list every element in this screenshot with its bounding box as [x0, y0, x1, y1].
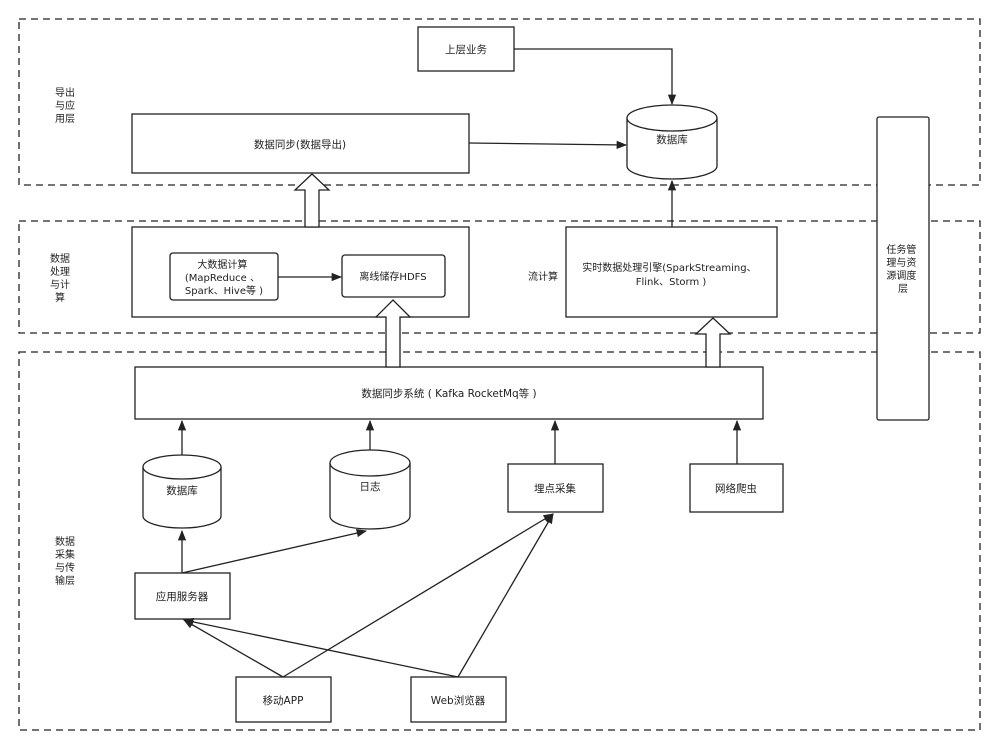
task-management-line-3: 源调度 [886, 269, 916, 282]
edge-app-to-tracking [282, 513, 554, 678]
edge-business-to-database [514, 48, 677, 106]
realtime-engine-line-2: Flink、Storm ) [636, 277, 707, 288]
layer-processing-line-1: 数据 [50, 252, 70, 265]
edge-browser-to-tracking [457, 513, 554, 678]
task-management-box [876, 116, 930, 421]
layer-export-label: 导出 与应 用层 [55, 86, 78, 125]
database-bottom-label: 数据库 [166, 484, 198, 497]
upper-business-box [417, 26, 515, 72]
layer-export-line-1: 导出 [55, 86, 75, 99]
edge-app-to-server [183, 619, 284, 678]
layer-processing-frame [18, 220, 981, 334]
task-management-line-2: 理与资 [886, 257, 916, 269]
app-server-box [134, 572, 231, 620]
mobile-app-box [235, 676, 332, 723]
database-bottom-cylinder [142, 454, 222, 529]
layer-collection-label: 数据 采集 与传 输层 [55, 535, 78, 587]
batch-compute-label: 大数据计算 (MapReduce 、 Spark、Hive等 ) [185, 258, 263, 297]
upper-business-label: 上层业务 [445, 43, 487, 56]
web-browser-label: Web浏览器 [431, 694, 486, 707]
hollow-arrow-sync-to-engine [694, 317, 732, 368]
data-sync-export-label: 数据同步(数据导出) [254, 138, 346, 151]
data-sync-system-label: 数据同步系统 ( Kafka RocketMq等 ) [361, 387, 536, 400]
realtime-engine-box [565, 226, 778, 318]
logs-label: 日志 [360, 480, 381, 493]
edge-export-to-database [468, 140, 628, 150]
task-management-line-4: 层 [898, 283, 908, 295]
database-top-label: 数据库 [656, 133, 688, 146]
offline-hdfs-label: 离线储存HDFS [359, 270, 426, 283]
layer-processing-line-4: 算 [55, 291, 65, 304]
tracking-collection-label: 埋点采集 [534, 482, 576, 495]
layer-export-line-2: 与应 [55, 99, 75, 112]
edge-server-to-logs [181, 529, 368, 574]
data-sync-export-box [131, 113, 470, 174]
web-crawler-box [689, 463, 784, 513]
realtime-engine-label: 实时数据处理引擎(SparkStreaming、 Flink、Storm ) [582, 261, 759, 288]
layer-export-frame [18, 18, 981, 186]
layer-collection-frame [18, 351, 981, 731]
layer-processing-label: 数据 处理 与计 算 [50, 252, 73, 304]
hollow-arrow-batch-to-export [293, 173, 331, 228]
web-browser-box [410, 676, 507, 723]
hollow-arrow-sync-to-hdfs [374, 299, 412, 368]
app-server-label: 应用服务器 [156, 590, 209, 603]
database-top-cylinder [626, 104, 718, 180]
realtime-engine-line-1: 实时数据处理引擎(SparkStreaming、 [582, 261, 756, 274]
web-crawler-label: 网络爬虫 [715, 482, 757, 495]
mobile-app-label: 移动APP [263, 694, 304, 707]
edge-browser-to-server [182, 617, 459, 678]
batch-compute-line-2: (MapReduce 、 [185, 273, 260, 284]
layer-collection-line-2: 采集 [55, 548, 75, 561]
stream-compute-label: 流计算 [528, 270, 558, 283]
task-management-label: 任务管 理与资 源调度 层 [886, 243, 919, 295]
batch-compute-line-1: 大数据计算 [197, 258, 247, 271]
layer-collection-line-3: 与传 [55, 562, 75, 574]
task-management-line-1: 任务管 [886, 243, 916, 256]
layer-export-line-3: 用层 [55, 113, 75, 125]
layer-collection-line-1: 数据 [55, 535, 75, 548]
layer-processing-line-2: 处理 [50, 266, 70, 278]
layer-processing-line-3: 与计 [50, 278, 70, 291]
batch-compute-line-3: Spark、Hive等 ) [185, 284, 263, 297]
logs-cylinder [329, 449, 411, 530]
layer-collection-line-4: 输层 [55, 574, 75, 587]
data-sync-system-box [134, 366, 764, 420]
